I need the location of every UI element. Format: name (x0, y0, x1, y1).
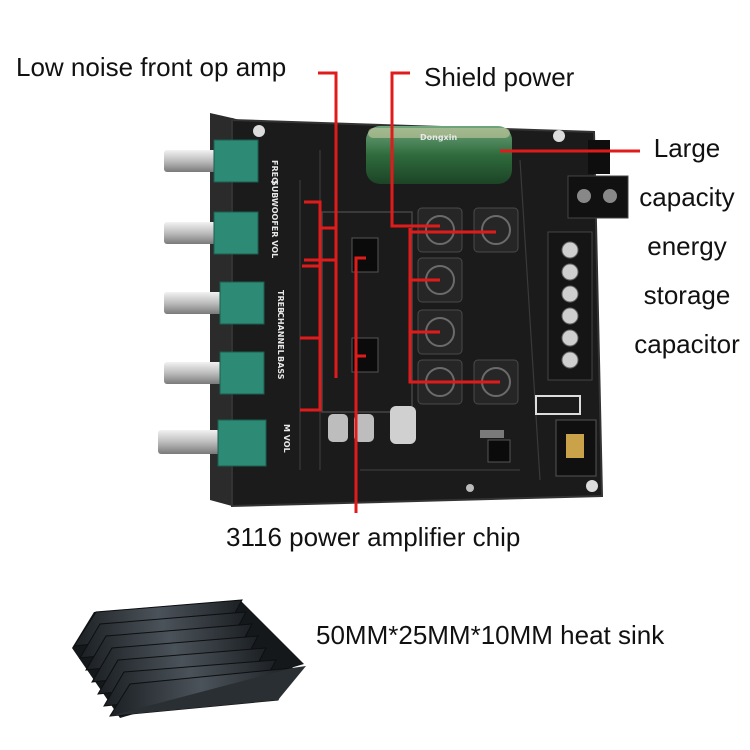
callout-capacitor: Large capacity energy storage capacitor (607, 124, 750, 369)
capacitor-line-3: energy (647, 231, 727, 261)
silkscreen-labels: FREQ SUBWOOFER VOL TREB CHANNEL BASS M V… (270, 160, 291, 453)
knob-4 (164, 351, 265, 395)
capacitor-line-1: Large (653, 133, 721, 163)
callout-heat-sink: 50MM*25MM*10MM heat sink (316, 620, 665, 650)
callout-shield-power: Shield power (424, 62, 575, 92)
speaker-terminal (547, 231, 593, 381)
silk-freq: FREQ (270, 160, 279, 184)
large-capacitor: Dongxin (366, 126, 512, 184)
capacitor-line-2: capacity (639, 182, 735, 212)
silk-bass: BASS (276, 356, 285, 380)
potentiometer-knobs (158, 139, 267, 467)
capacitor-line-4: storage (643, 280, 731, 310)
silk-mvol: M VOL (282, 424, 291, 453)
power-jack (567, 140, 629, 219)
aux-jack (555, 419, 597, 477)
small-capacitors (328, 406, 416, 444)
capacitor-line-5: capacitor (634, 329, 740, 359)
callout-chip: 3116 power amplifier chip (226, 522, 521, 552)
silk-channel: CHANNEL (276, 312, 285, 355)
callout-op-amp: Low noise front op amp (16, 52, 287, 82)
knob-1 (164, 139, 259, 183)
heat-sink (72, 599, 306, 718)
callout-lines (300, 71, 640, 513)
bluetooth-antenna (535, 395, 581, 415)
capacitor-print: Dongxin (420, 133, 457, 142)
knob-2 (164, 211, 259, 255)
silk-subwoofer: SUBWOOFER VOL (270, 180, 279, 258)
knob-3 (164, 281, 265, 325)
ic-bottom (480, 430, 511, 463)
silk-treb: TREB (276, 290, 285, 313)
knob-5 (158, 419, 267, 467)
